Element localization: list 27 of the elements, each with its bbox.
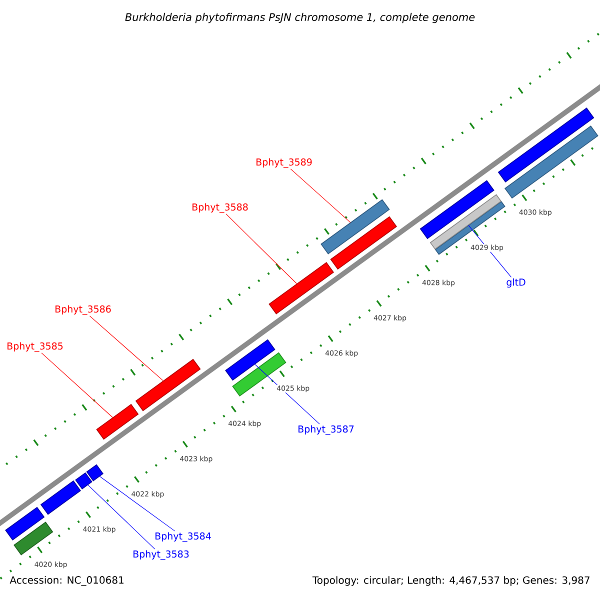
gene-label: Bphyt_3588 — [192, 203, 248, 213]
gene-bar — [135, 358, 201, 412]
gene-label: Bphyt_3589 — [256, 158, 312, 168]
gene-label: Bphyt_3587 — [298, 425, 354, 435]
gene-bar — [225, 339, 276, 381]
genome-info-text: Topology: circular; Length: 4,467,537 bp; Genes: 3,987 — [312, 576, 590, 586]
gene-bar — [434, 201, 506, 255]
leader-line — [254, 364, 320, 424]
leader-line — [41, 352, 113, 418]
gene-bar — [268, 262, 334, 314]
gene-label: Bphyt_3583 — [134, 550, 189, 560]
title: Burkholderia phytofirmans PsJN chromosome 1, complete genome — [125, 12, 475, 24]
gene-label: gltD — [506, 278, 526, 288]
gene-bar — [75, 472, 92, 490]
gene-label: Bphyt_3585 — [8, 342, 63, 352]
leader-line — [88, 484, 156, 550]
leader-line — [290, 168, 351, 223]
gene-bar — [14, 522, 54, 556]
gene-label: Bphyt_3586 — [56, 305, 111, 315]
gene-bar — [320, 199, 390, 254]
leader-line — [226, 214, 297, 284]
accession-text: Accession: NC_010681 — [10, 576, 124, 586]
leader-line — [100, 476, 176, 532]
gene-label: Bphyt_3584 — [156, 532, 211, 542]
gene-bar — [430, 194, 502, 250]
gene-bar — [86, 464, 104, 482]
leader-line — [89, 316, 164, 381]
